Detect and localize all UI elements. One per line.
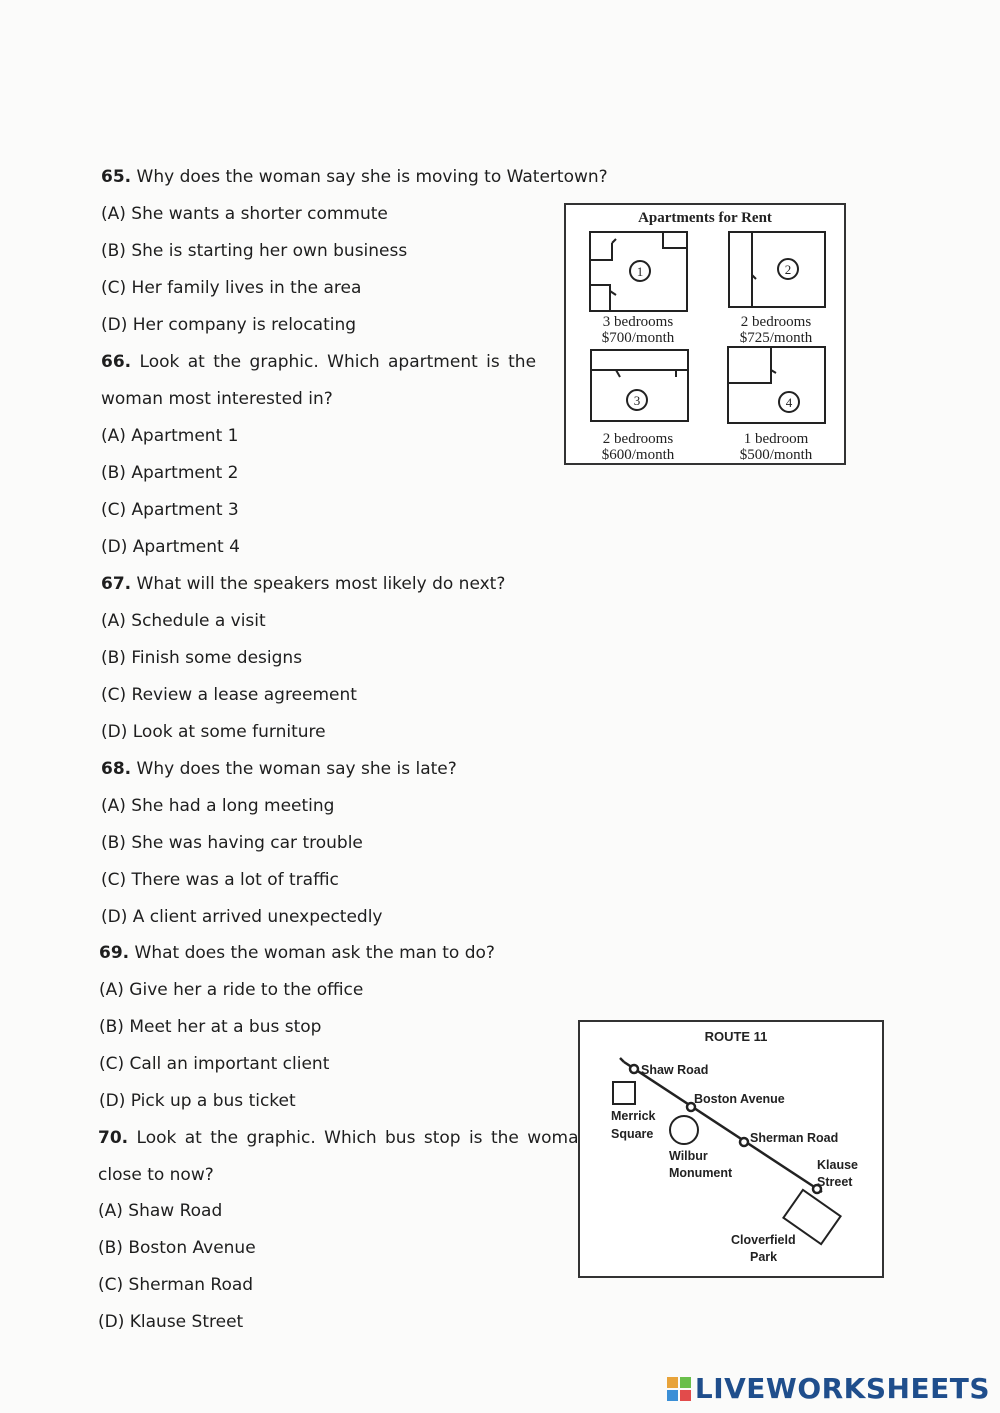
question-66-text-cont: woman most interested in? (101, 389, 333, 409)
option-66-b[interactable]: (B) Apartment 2 (101, 463, 239, 483)
apartments-graphic: Apartments for Rent (564, 203, 846, 465)
option-69-a[interactable]: (A) Give her a ride to the office (99, 980, 364, 1000)
question-text: Look at the graphic. Which apartment is … (131, 352, 537, 372)
question-number: 66. (101, 352, 132, 372)
apartment-2-floorplan (728, 231, 826, 308)
option-66-d[interactable]: (D) Apartment 4 (101, 537, 240, 557)
question-70: 70. Look at the graphic. Which bus stop … (98, 1127, 589, 1149)
question-text: What does the woman ask the man to do? (129, 943, 495, 963)
apartment-1-bedrooms: 3 bedrooms (603, 314, 674, 330)
question-number: 70. (98, 1128, 129, 1148)
option-69-d[interactable]: (D) Pick up a bus ticket (99, 1091, 296, 1111)
klause-street-label-2: Street (817, 1175, 853, 1189)
apartment-3-floorplan (590, 349, 689, 422)
sherman-road-label: Sherman Road (750, 1131, 838, 1145)
boston-avenue-stop (685, 1101, 697, 1113)
liveworksheets-logo-icon (666, 1376, 691, 1401)
question-67: 67. What will the speakers most likely d… (101, 573, 505, 595)
option-69-b[interactable]: (B) Meet her at a bus stop (99, 1017, 322, 1037)
option-68-c[interactable]: (C) There was a lot of traffic (101, 870, 339, 890)
merrick-label: Merrick (611, 1109, 656, 1123)
apartment-3-number: 3 (634, 393, 641, 408)
option-68-d[interactable]: (D) A client arrived unexpectedly (101, 907, 383, 927)
klause-street-label-1: Klause (817, 1158, 858, 1172)
option-70-b[interactable]: (B) Boston Avenue (98, 1238, 256, 1258)
apartment-4-floorplan (727, 346, 826, 424)
apartment-3-bedrooms: 2 bedrooms (603, 431, 674, 447)
option-70-a[interactable]: (A) Shaw Road (98, 1201, 223, 1221)
option-70-c[interactable]: (C) Sherman Road (98, 1275, 254, 1295)
question-number: 67. (101, 574, 132, 594)
question-text: Why does the woman say she is moving to … (131, 167, 608, 187)
question-text: Why does the woman say she is late? (131, 759, 457, 779)
wilbur-monument-landmark (669, 1115, 699, 1145)
option-65-c[interactable]: (C) Her family lives in the area (101, 278, 362, 298)
question-text: What will the speakers most likely do ne… (131, 574, 506, 594)
question-text: Look at the graphic. Which bus stop is t… (128, 1128, 590, 1148)
monument-label: Monument (669, 1166, 733, 1180)
liveworksheets-brand: LIVEWORKSHEETS (694, 1372, 990, 1405)
route-map-graphic: ROUTE 11 Shaw Road Boston Avenue Sherman… (578, 1020, 884, 1278)
question-70-text-cont: close to now? (98, 1165, 214, 1185)
merrick-square-landmark (612, 1081, 636, 1105)
question-68: 68. Why does the woman say she is late? (101, 758, 457, 780)
option-68-b[interactable]: (B) She was having car trouble (101, 833, 363, 853)
wilbur-label: Wilbur (669, 1149, 708, 1163)
apartment-2-price: $725/month (740, 330, 813, 346)
option-65-b[interactable]: (B) She is starting her own business (101, 241, 408, 261)
apartment-2-bedrooms: 2 bedrooms (741, 314, 812, 330)
question-number: 69. (99, 943, 130, 963)
cloverfield-label: Cloverfield (731, 1233, 796, 1247)
apartment-1-floorplan (589, 231, 688, 312)
route-line (623, 1060, 823, 1194)
sherman-road-stop (738, 1136, 750, 1148)
route-title: ROUTE 11 (705, 1029, 768, 1044)
apartments-title: Apartments for Rent (638, 210, 772, 226)
boston-avenue-label: Boston Avenue (694, 1092, 785, 1106)
apartment-2-number: 2 (785, 262, 792, 277)
option-69-c[interactable]: (C) Call an important client (99, 1054, 330, 1074)
option-67-a[interactable]: (A) Schedule a visit (101, 611, 266, 631)
shaw-road-stop (628, 1063, 640, 1075)
apartment-3-price: $600/month (602, 447, 675, 463)
option-67-c[interactable]: (C) Review a lease agreement (101, 685, 357, 705)
option-68-a[interactable]: (A) She had a long meeting (101, 796, 335, 816)
apartment-4-number: 4 (786, 395, 793, 410)
route-map-illustration: ROUTE 11 Shaw Road Boston Avenue Sherman… (611, 1029, 858, 1264)
klause-street-stop (811, 1183, 823, 1195)
question-69: 69. What does the woman ask the man to d… (99, 942, 495, 964)
question-number: 65. (101, 167, 132, 187)
option-67-d[interactable]: (D) Look at some furniture (101, 722, 326, 742)
cloverfield-park-landmark (782, 1188, 842, 1246)
liveworksheets-logo[interactable]: LIVEWORKSHEETS (666, 1372, 990, 1405)
option-65-d[interactable]: (D) Her company is relocating (101, 315, 357, 335)
square-label: Square (611, 1127, 653, 1141)
option-66-c[interactable]: (C) Apartment 3 (101, 500, 239, 520)
apartment-4-price: $500/month (740, 447, 813, 463)
apartment-floorplans-illustration: Apartments for Rent (589, 210, 826, 463)
option-66-a[interactable]: (A) Apartment 1 (101, 426, 239, 446)
question-66: 66. Look at the graphic. Which apartment… (101, 351, 536, 373)
shaw-road-label: Shaw Road (641, 1063, 708, 1077)
apartment-1-price: $700/month (602, 330, 675, 346)
question-65: 65. Why does the woman say she is moving… (101, 166, 608, 188)
option-67-b[interactable]: (B) Finish some designs (101, 648, 303, 668)
option-70-d[interactable]: (D) Klause Street (98, 1312, 244, 1332)
park-label: Park (750, 1250, 777, 1264)
option-65-a[interactable]: (A) She wants a shorter commute (101, 204, 388, 224)
apartment-4-bedrooms: 1 bedroom (744, 431, 809, 447)
apartment-1-number: 1 (637, 264, 644, 279)
question-number: 68. (101, 759, 132, 779)
